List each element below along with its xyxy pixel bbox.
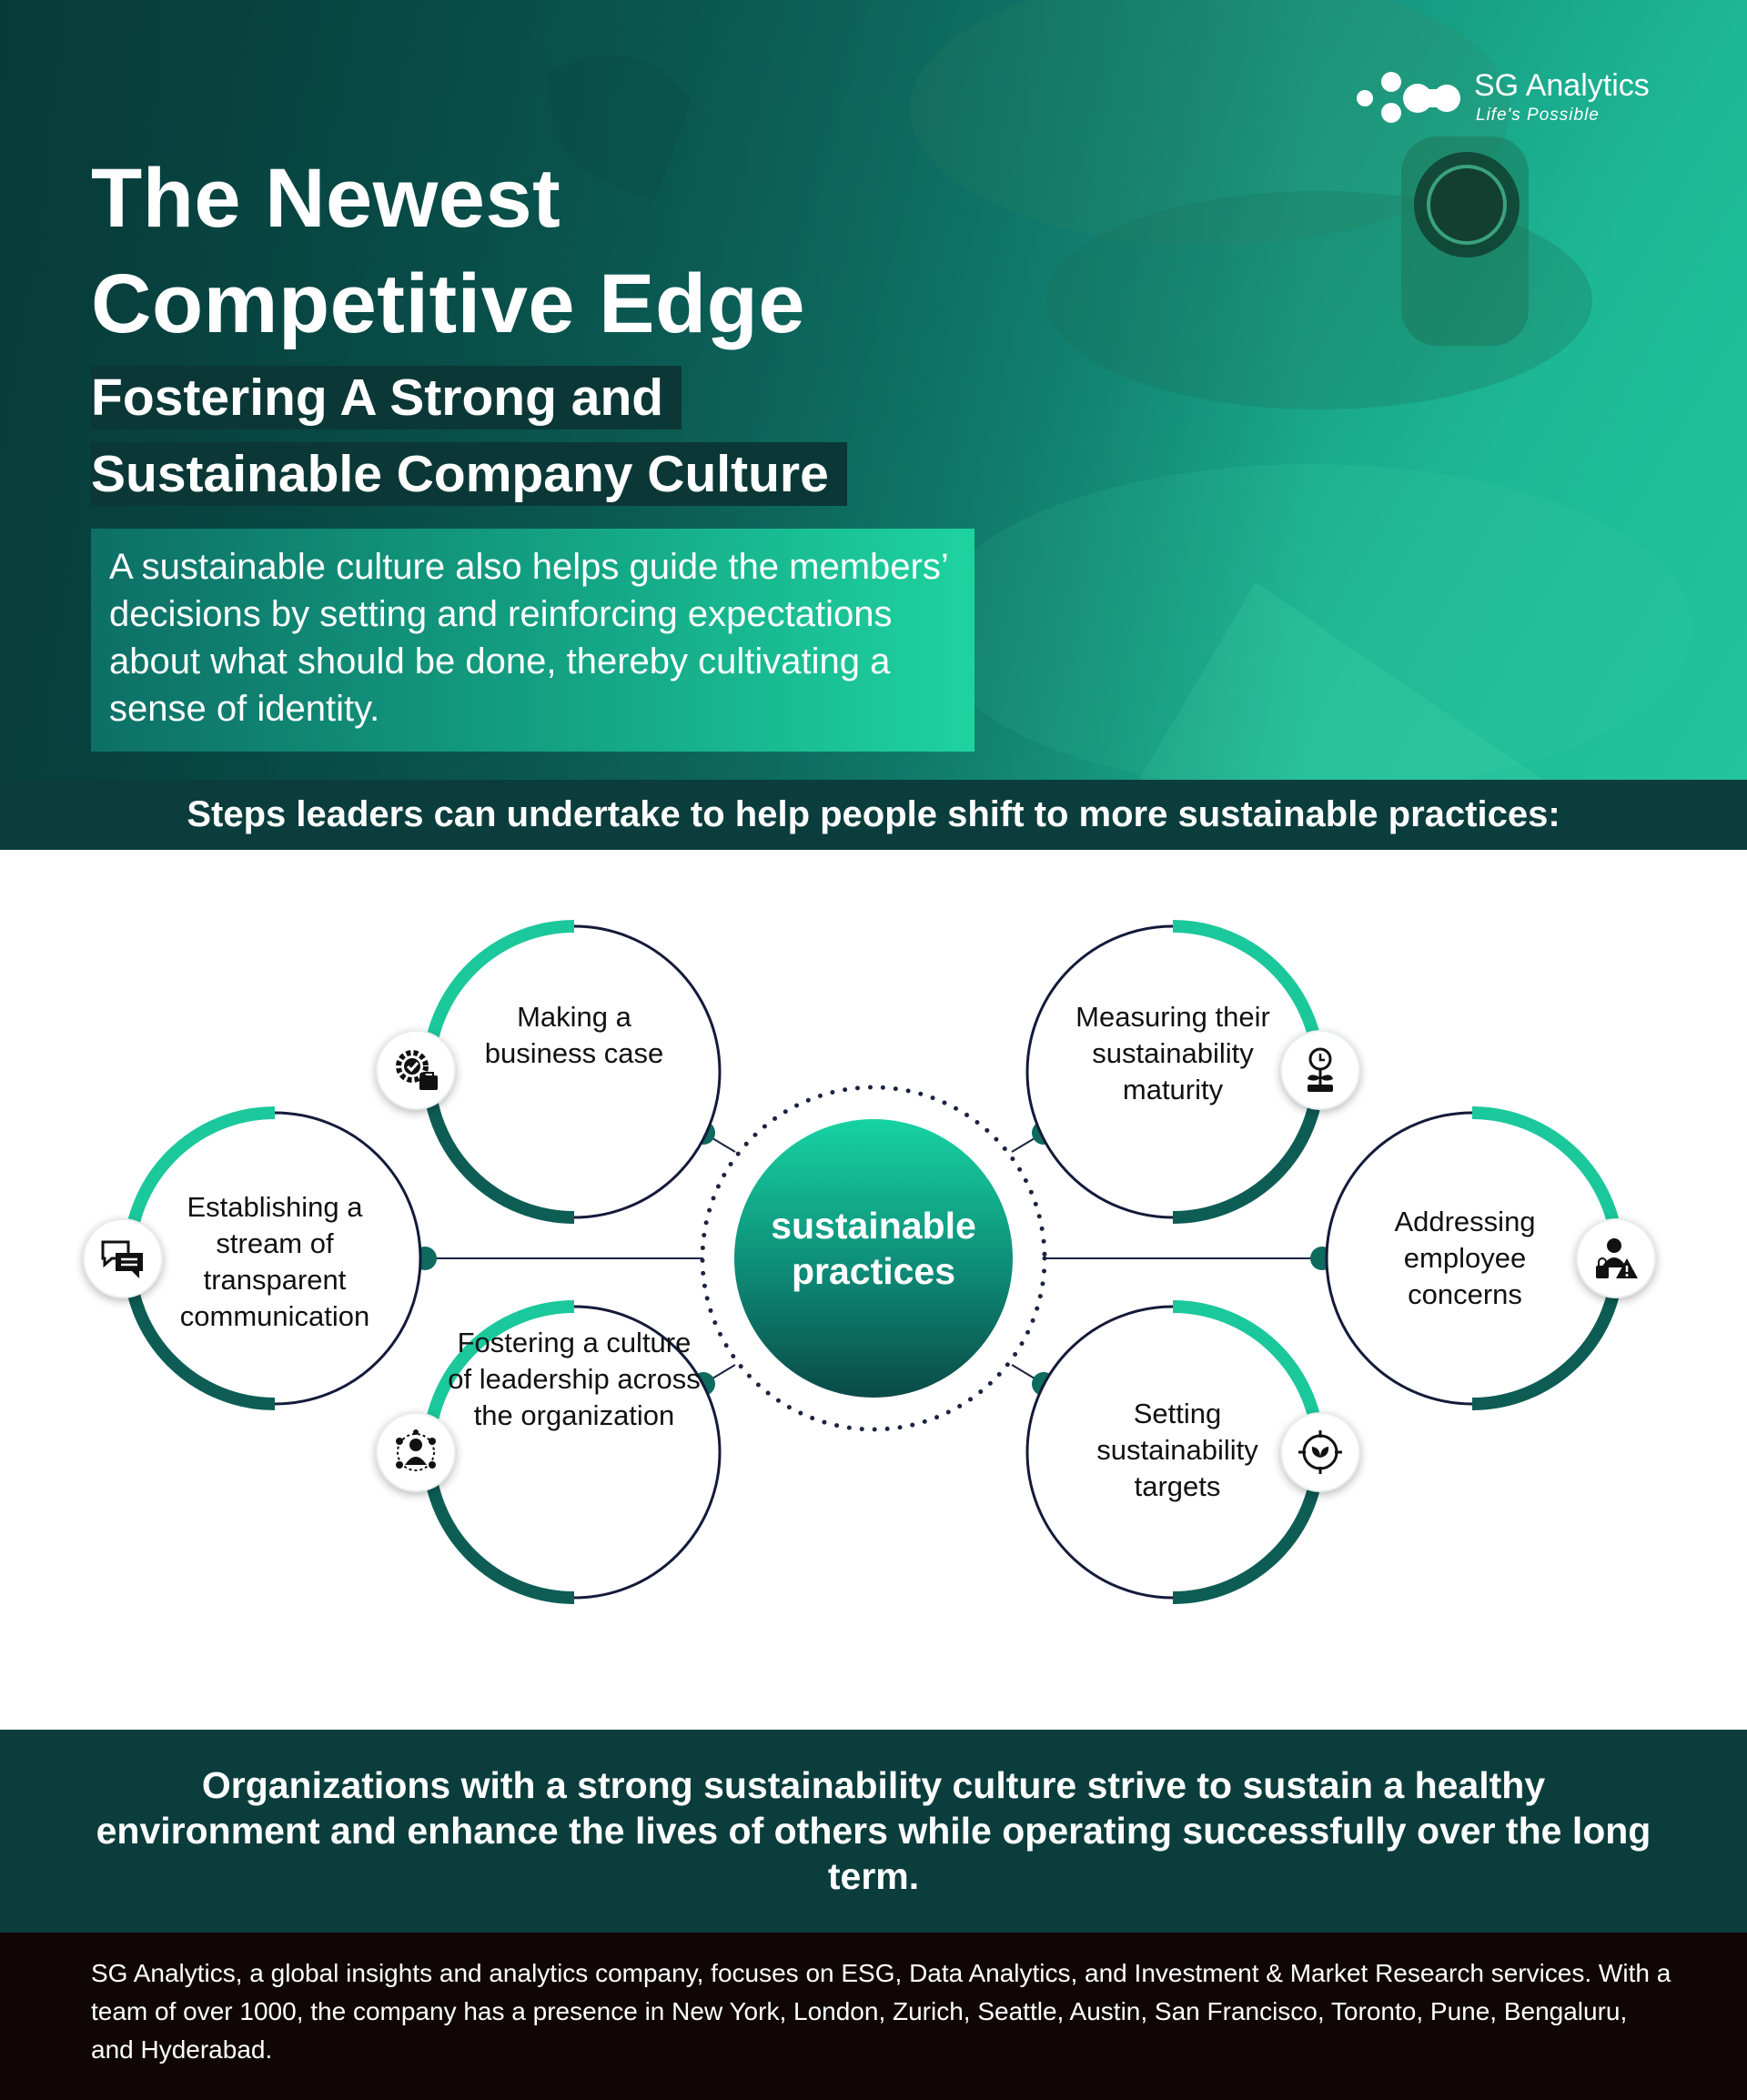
leadership-network-icon <box>396 1429 436 1471</box>
subtitle-line-1: Fostering A Strong and <box>91 366 682 429</box>
subtitle-line-2: Sustainable Company Culture <box>91 442 847 506</box>
step-sustainability-targets: Setting sustainability targets <box>1009 1290 1364 1636</box>
intro-text: A sustainable culture also helps guide t… <box>109 547 948 729</box>
brand-tagline: Life's Possible <box>1476 106 1600 125</box>
employee-alert-icon <box>1596 1238 1638 1278</box>
hero-section: SG Analytics Life's Possible The Newest … <box>0 0 1747 780</box>
steps-heading: Steps leaders can undertake to help peop… <box>187 794 1560 834</box>
step-label: Addressing employee concerns <box>1394 1206 1536 1310</box>
center-circle: sustainable practices <box>734 1119 1013 1398</box>
step-sustainability-maturity: Measuring their sustainability maturity <box>1009 914 1364 1259</box>
step-label: Setting sustainability targets <box>1096 1398 1258 1502</box>
step-ring <box>123 1106 422 1410</box>
brand-name: SG Analytics <box>1474 68 1650 103</box>
target-leaf-icon <box>1298 1430 1342 1474</box>
center-label: sustainable practices <box>771 1205 976 1292</box>
step-badge <box>1280 1030 1360 1110</box>
intro-box: A sustainable culture also helps guide t… <box>91 529 974 752</box>
title-line-2: Competitive Edge <box>91 257 806 350</box>
plant-clock-icon <box>1308 1047 1333 1092</box>
step-badge <box>83 1218 163 1298</box>
step-badge <box>1280 1412 1360 1492</box>
conclusion-text: Organizations with a strong sustainabili… <box>96 1764 1651 1897</box>
page-title: The Newest Competitive Edge <box>91 146 805 357</box>
step-badge <box>1576 1218 1656 1298</box>
step-making-business-case: Making a business case <box>376 914 738 1259</box>
title-line-1: The Newest <box>91 152 561 245</box>
step-culture-of-leadership: Fostering a culture of leadership across… <box>376 1290 738 1636</box>
steps-banner: Steps leaders can undertake to help peop… <box>0 780 1747 850</box>
step-badge <box>376 1412 456 1492</box>
step-label: Establishing a stream of transparent com… <box>179 1191 370 1332</box>
footer-text: SG Analytics, a global insights and anal… <box>91 1959 1671 2064</box>
chat-bubbles-icon <box>101 1240 143 1278</box>
practices-diagram: sustainable practices Making a business … <box>0 850 1747 1730</box>
step-label: Fostering a culture of leadership across… <box>448 1327 701 1431</box>
brand-logo[interactable]: SG Analytics Life's Possible <box>1356 67 1665 131</box>
step-label: Measuring their sustainability maturity <box>1075 1001 1270 1106</box>
step-badge <box>376 1030 456 1110</box>
gear-checklist-icon <box>396 1050 438 1090</box>
step-label: Making a business case <box>484 1001 664 1069</box>
step-employee-concerns: Addressing employee concerns <box>1315 1100 1661 1419</box>
logo-mark-icon <box>1357 72 1460 123</box>
conclusion-banner: Organizations with a strong sustainabili… <box>0 1730 1747 1933</box>
footer: SG Analytics, a global insights and anal… <box>0 1933 1747 2100</box>
step-transparent-communication: Establishing a stream of transparent com… <box>83 1100 432 1419</box>
